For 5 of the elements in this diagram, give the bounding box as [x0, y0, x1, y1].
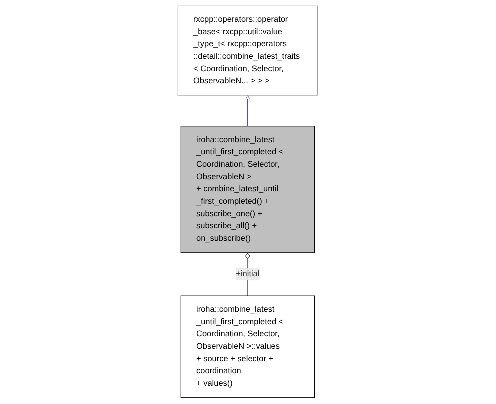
node-box: iroha::combine_latest _until_first_completed < Coordination, Selector, ObservableN > + combine_latest_until _first_completed() + subscribe_one() + subscribe_all() + on_subscribe() — [180, 126, 316, 254]
edge-label: +initial — [236, 270, 260, 279]
node-box: rxcpp::operators::operator _base< rxcpp::util::value _type_t< rxcpp::operators ::detail::combine_latest_traits < Coordination, Selector, ObservableN... > > > — [178, 6, 318, 96]
arrow — [246, 95, 250, 127]
node-box: iroha::combine_latest _until_first_completed < Coordination, Selector, ObservableN >::values + source + selector + coordination + values() — [180, 296, 316, 398]
